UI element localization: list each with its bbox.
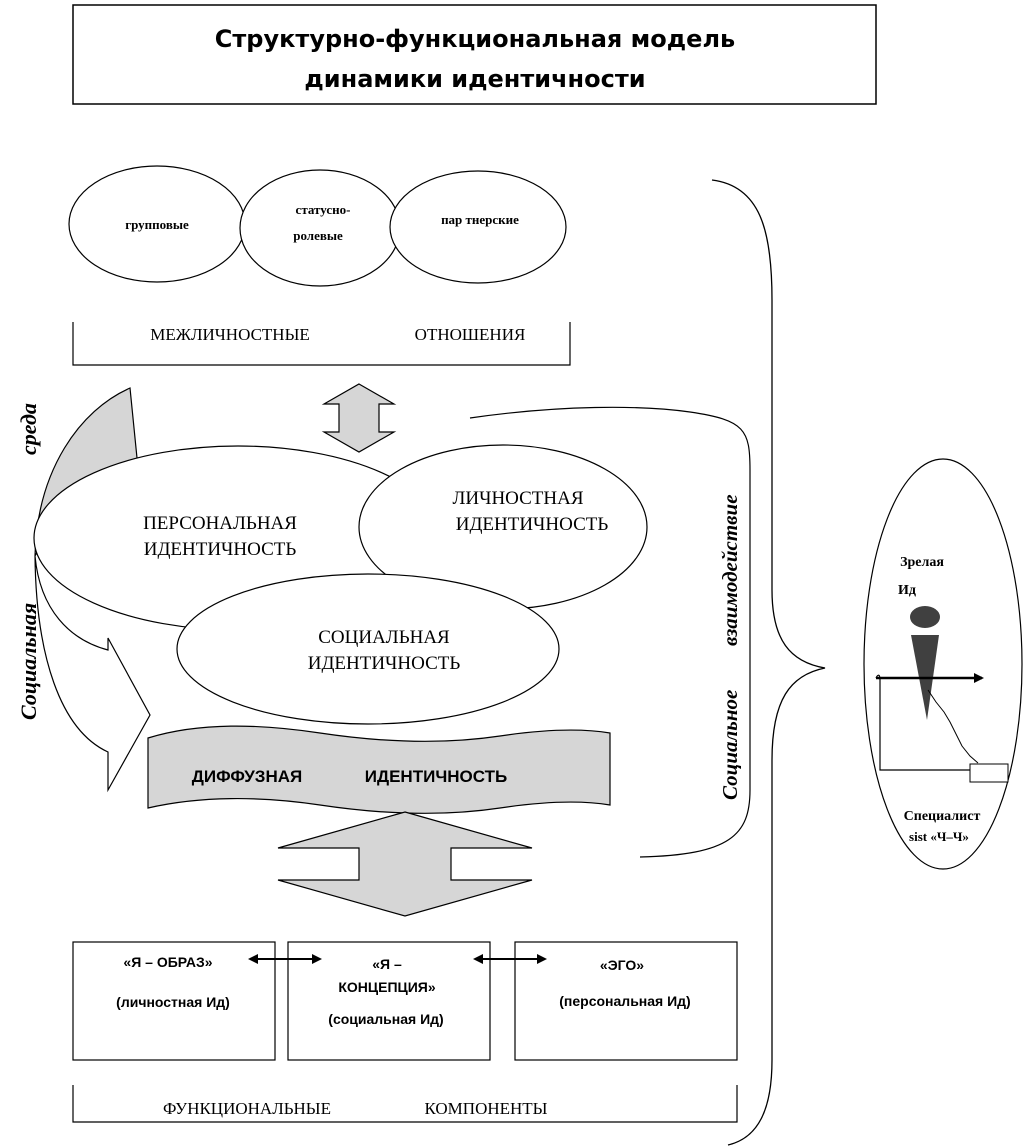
diffuse-identity-label-1: ДИФФУЗНАЯ [192,767,302,786]
self-image-title: «Я – ОБРАЗ» [123,954,212,970]
title-box [72,4,877,105]
personal-identity-label-1: ПЕРСОНАЛЬНАЯ [143,513,297,534]
interpersonal-bracket [72,322,571,366]
interpersonal-label-2: ОТНОШЕНИЯ [415,325,526,344]
self-image-box [72,941,276,1061]
social-environment-label-2: среда [16,403,41,455]
functional-components: «Я – ОБРАЗ» (личностная Ид) «Я – КОНЦЕПЦ… [72,941,738,1123]
specialist-label-1: Специалист [904,809,981,824]
personal-identity-label-2: ИДЕНТИЧНОСТЬ [144,539,297,560]
feedback-loop-icon [875,674,970,771]
ego-subtitle: (персональная Ид) [559,993,690,1009]
self-concept-title-2: КОНЦЕПЦИЯ» [338,979,436,995]
social-environment-label-1: Социальная [16,603,41,720]
mature-identity-label-2: Ид [898,583,916,598]
social-identity-label-1: СОЦИАЛЬНАЯ [318,627,450,648]
functional-label-2: КОМПОНЕНТЫ [424,1099,547,1118]
mature-identity-label-1: Зрелая [900,555,944,570]
status-role-label-1: статусно- [296,202,351,217]
diffuse-identity-label-2: ИДЕНТИЧНОСТЬ [365,767,507,786]
mature-head-icon [910,606,940,628]
title-block: Структурно-функциональная модель динамик… [72,4,877,105]
ego-box [514,941,738,1061]
specialist-device-icon [969,763,1009,783]
social-interaction-label-2: взаимодействие [718,494,742,646]
zigzag-line-icon [927,689,979,764]
specialist-label-2: sist «Ч–Ч» [909,829,969,844]
diffuse-identity-banner [147,725,611,815]
self-image-subtitle: (личностная Ид) [116,994,230,1010]
social-interaction-bracket [469,406,751,858]
social-identity-label-2: ИДЕНТИЧНОСТЬ [308,653,461,674]
social-interaction: Социальное взаимодействие [469,406,751,858]
group-relations-label: групповые [125,217,189,232]
self-concept-subtitle: (социальная Ид) [328,1011,443,1027]
relations-identity-arrow [321,383,397,453]
functional-label-1: ФУНКЦИОНАЛЬНЫЕ [163,1099,331,1118]
lichnostnaya-identity-label-2: ИДЕНТИЧНОСТЬ [456,514,609,535]
interpersonal-label-1: МЕЖЛИЧНОСТНЫЕ [150,325,310,344]
self-concept-title-1: «Я – [372,956,402,972]
lichnostnaya-identity-label-1: ЛИЧНОСТНАЯ [452,488,583,509]
partner-relations-ellipse [389,170,567,284]
social-identity-ellipse [176,573,560,725]
identity-ellipses: ПЕРСОНАЛЬНАЯ ИДЕНТИЧНОСТЬ ЛИЧНОСТНАЯ ИДЕ… [33,444,648,725]
title-line-2: динамики идентичности [304,65,645,93]
social-environment-curved-arrow [34,555,151,793]
status-role-label-2: ролевые [293,228,343,243]
mature-identity-panel: Зрелая Ид Специалист sist «Ч–Ч» [863,458,1023,870]
title-line-1: Структурно-функциональная модель [215,25,735,53]
overall-curly-brace [711,179,826,1146]
ego-title: «ЭГО» [600,957,644,973]
mature-identity-oval [863,458,1023,870]
partner-relations-label: пар тнерские [441,212,519,227]
diffuse-components-arrow [277,811,533,917]
social-interaction-label-1: Социальное [718,690,742,800]
functional-bracket [72,1085,738,1123]
interpersonal-relations: групповые статусно- ролевые пар тнерские… [68,165,571,366]
